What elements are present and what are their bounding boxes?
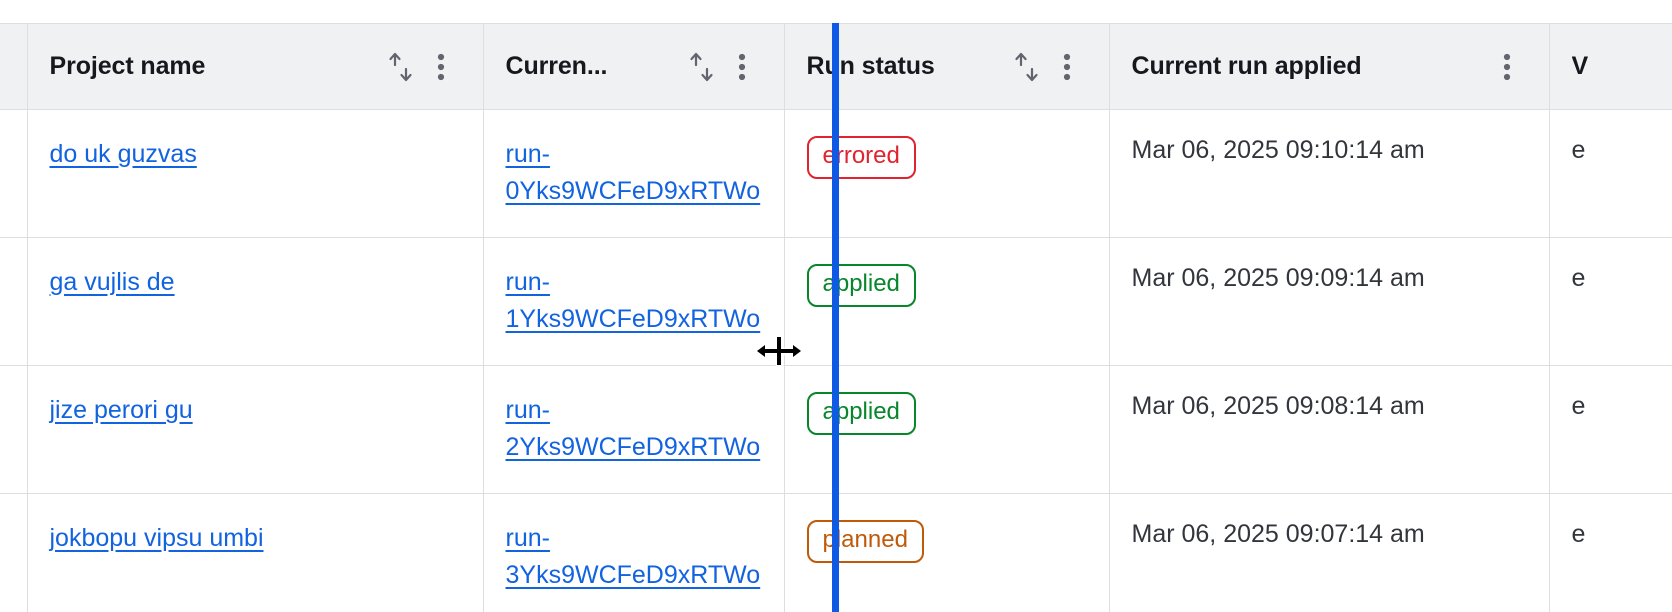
cell-current-run: run-2Yks9WCFeD9xRTWo bbox=[483, 365, 785, 494]
applied-timestamp: Mar 06, 2025 09:09:14 am bbox=[1131, 264, 1425, 292]
table-row[interactable]: jize perori gu run-2Yks9WCFeD9xRTWo appl… bbox=[0, 365, 1672, 494]
applied-timestamp: Mar 06, 2025 09:08:14 am bbox=[1131, 392, 1425, 420]
row-select-cell[interactable] bbox=[0, 109, 28, 238]
column-header-label-current-run-applied: Current run applied bbox=[1131, 52, 1362, 80]
cell-current-run: run-1Yks9WCFeD9xRTWo bbox=[483, 237, 785, 366]
table-top-spacer bbox=[0, 0, 1672, 23]
column-header-label-current-run: Curren... bbox=[505, 52, 608, 80]
project-name-link[interactable]: ga vujlis de bbox=[49, 268, 175, 296]
cell-current-run-applied: Mar 06, 2025 09:09:14 am bbox=[1109, 237, 1550, 366]
column-header-select[interactable] bbox=[0, 23, 28, 110]
current-run-link[interactable]: run-0Yks9WCFeD9xRTWo bbox=[505, 140, 761, 205]
column-menu-kebab-icon[interactable] bbox=[722, 47, 762, 87]
table-row[interactable]: jokbopu vipsu umbi run-3Yks9WCFeD9xRTWo … bbox=[0, 493, 1672, 612]
sort-arrows-icon[interactable] bbox=[381, 47, 421, 87]
sort-arrows-icon[interactable] bbox=[682, 47, 722, 87]
cell-project-name: jize perori gu bbox=[27, 365, 484, 494]
header-row: Project name bbox=[0, 23, 1672, 110]
cell-project-name: do uk guzvas bbox=[27, 109, 484, 238]
status-badge: applied bbox=[806, 392, 916, 435]
next-partial-value: e bbox=[1571, 520, 1586, 548]
next-partial-value: e bbox=[1571, 264, 1586, 292]
table-header: Project name bbox=[0, 23, 1672, 110]
project-name-link[interactable]: jokbopu vipsu umbi bbox=[49, 524, 264, 552]
current-run-link[interactable]: run-2Yks9WCFeD9xRTWo bbox=[505, 396, 761, 461]
current-run-link[interactable]: run-1Yks9WCFeD9xRTWo bbox=[505, 268, 761, 333]
cell-current-run-applied: Mar 06, 2025 09:07:14 am bbox=[1109, 493, 1550, 612]
cell-project-name: ga vujlis de bbox=[27, 237, 484, 366]
row-select-cell[interactable] bbox=[0, 237, 28, 366]
cell-next-partial: e bbox=[1549, 109, 1672, 238]
row-select-cell[interactable] bbox=[0, 493, 28, 612]
table-row[interactable]: do uk guzvas run-0Yks9WCFeD9xRTWo errore… bbox=[0, 109, 1672, 238]
column-header-next-partial[interactable]: V bbox=[1549, 23, 1672, 110]
column-menu-kebab-icon[interactable] bbox=[1047, 47, 1087, 87]
next-partial-value: e bbox=[1571, 392, 1586, 420]
column-menu-kebab-icon[interactable] bbox=[421, 47, 461, 87]
column-header-run-status[interactable]: Run status bbox=[784, 23, 1110, 110]
projects-table: Project name bbox=[0, 23, 1672, 612]
column-header-label-next-partial: V bbox=[1571, 52, 1589, 80]
cell-run-status: applied bbox=[784, 237, 1110, 366]
cell-next-partial: e bbox=[1549, 237, 1672, 366]
cell-current-run: run-3Yks9WCFeD9xRTWo bbox=[483, 493, 785, 612]
project-name-link[interactable]: jize perori gu bbox=[49, 396, 193, 424]
applied-timestamp: Mar 06, 2025 09:10:14 am bbox=[1131, 136, 1425, 164]
cell-next-partial: e bbox=[1549, 365, 1672, 494]
column-header-project-name[interactable]: Project name bbox=[27, 23, 484, 110]
cell-current-run-applied: Mar 06, 2025 09:10:14 am bbox=[1109, 109, 1550, 238]
cell-current-run: run-0Yks9WCFeD9xRTWo bbox=[483, 109, 785, 238]
cell-project-name: jokbopu vipsu umbi bbox=[27, 493, 484, 612]
current-run-link[interactable]: run-3Yks9WCFeD9xRTWo bbox=[505, 524, 761, 589]
cell-next-partial: e bbox=[1549, 493, 1672, 612]
table-body: do uk guzvas run-0Yks9WCFeD9xRTWo errore… bbox=[0, 109, 1672, 612]
column-header-current-run-applied[interactable]: Current run applied bbox=[1109, 23, 1550, 110]
table-row[interactable]: ga vujlis de run-1Yks9WCFeD9xRTWo applie… bbox=[0, 237, 1672, 366]
sort-arrows-icon[interactable] bbox=[1007, 47, 1047, 87]
column-header-current-run[interactable]: Curren... bbox=[483, 23, 785, 110]
status-badge: errored bbox=[806, 136, 916, 179]
applied-timestamp: Mar 06, 2025 09:07:14 am bbox=[1131, 520, 1425, 548]
column-menu-kebab-icon[interactable] bbox=[1487, 47, 1527, 87]
column-header-label-run-status: Run status bbox=[806, 52, 935, 80]
column-header-label-project-name: Project name bbox=[49, 52, 206, 80]
project-name-link[interactable]: do uk guzvas bbox=[49, 140, 197, 168]
cell-run-status: planned bbox=[784, 493, 1110, 612]
status-badge: planned bbox=[806, 520, 924, 563]
status-badge: applied bbox=[806, 264, 916, 307]
row-select-cell[interactable] bbox=[0, 365, 28, 494]
cell-run-status: errored bbox=[784, 109, 1110, 238]
cell-run-status: applied bbox=[784, 365, 1110, 494]
next-partial-value: e bbox=[1571, 136, 1586, 164]
cell-current-run-applied: Mar 06, 2025 09:08:14 am bbox=[1109, 365, 1550, 494]
